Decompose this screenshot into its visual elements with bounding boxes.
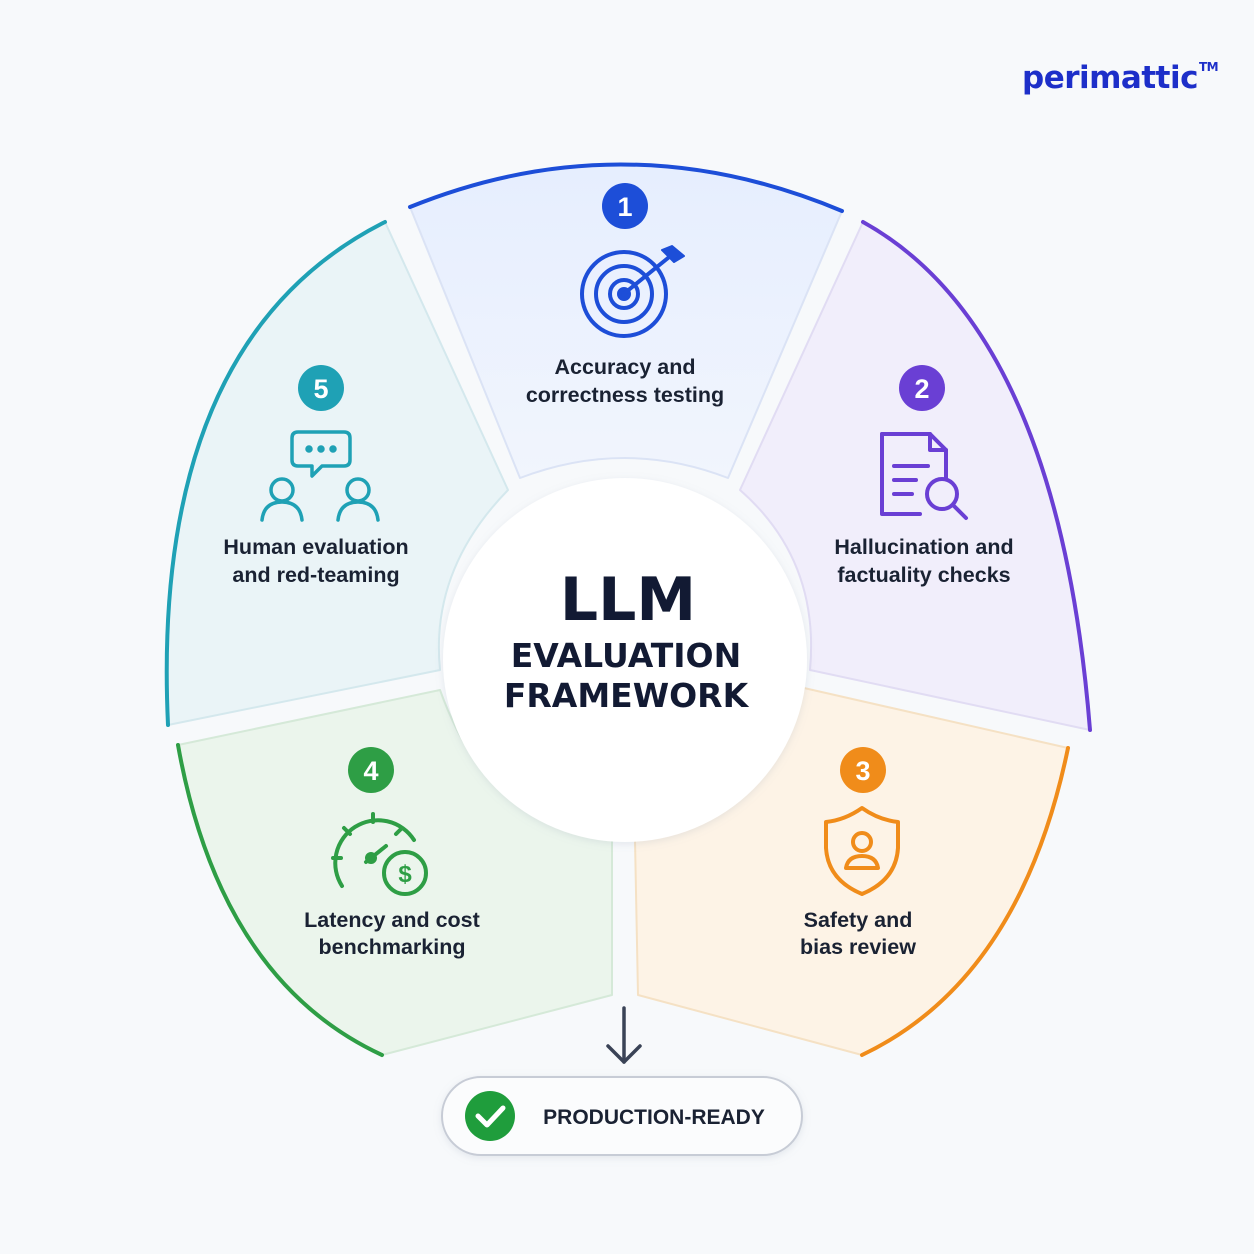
checkmark-tick xyxy=(475,1105,506,1128)
segment-5 xyxy=(164,220,509,727)
segment-2-number: 2 xyxy=(914,374,929,404)
brand-name: perimattic xyxy=(1022,60,1199,96)
segment-5-number-badge xyxy=(298,365,344,411)
center-subtitle-2: FRAMEWORK xyxy=(504,676,750,715)
segment-4-number: 4 xyxy=(363,756,378,786)
center-subtitle-1: EVALUATION xyxy=(511,636,741,675)
segment-2 xyxy=(739,220,1092,732)
segment-3-edge xyxy=(860,746,1070,1057)
segment-4-label-line2: benchmarking xyxy=(319,935,466,959)
segment-1-label-line2: correctness testing xyxy=(526,383,724,407)
segment-5-label-line1: Human evaluation xyxy=(223,535,408,559)
target-icon xyxy=(580,245,685,338)
segment-1-edge xyxy=(408,162,844,213)
checkmark-icon xyxy=(465,1091,515,1141)
people-chat-icon xyxy=(260,430,380,522)
document-search-icon xyxy=(880,432,968,520)
segment-2-label-line1: Hallucination and xyxy=(834,535,1013,559)
center-circle xyxy=(443,478,807,842)
segment-1-number-badge xyxy=(602,183,648,229)
segment-4-label-line1: Latency and cost xyxy=(304,908,480,932)
production-ready-pill xyxy=(441,1076,803,1156)
segment-4-edge xyxy=(176,743,384,1057)
segment-2-edge xyxy=(861,220,1092,732)
segment-3-number-badge xyxy=(840,747,886,793)
segment-1-number: 1 xyxy=(617,192,632,222)
segment-4-number-badge xyxy=(348,747,394,793)
segment-2-label-line2: factuality checks xyxy=(837,563,1010,587)
svg-text:$: $ xyxy=(398,861,412,888)
center-title: LLM xyxy=(560,565,696,635)
segment-5-edge xyxy=(164,220,387,727)
segment-5-number: 5 xyxy=(313,374,328,404)
speedometer-dollar-icon: $ xyxy=(331,812,428,896)
arrow-down-icon xyxy=(606,1006,642,1064)
shield-user-icon xyxy=(824,806,900,896)
segment-5-label-line2: and red-teaming xyxy=(232,563,399,587)
segment-3-label-line1: Safety and xyxy=(804,908,913,932)
segment-3-label-line2: bias review xyxy=(800,935,916,959)
segment-1-label-line1: Accuracy and xyxy=(554,355,695,379)
production-ready-label: PRODUCTION-READY xyxy=(543,1106,765,1129)
production-ready-badge: PRODUCTION-READY xyxy=(441,1076,803,1156)
brand-logo: perimatticTM xyxy=(1022,59,1219,96)
segment-2-number-badge xyxy=(899,365,945,411)
segment-3-number: 3 xyxy=(855,756,870,786)
brand-trademark: TM xyxy=(1199,59,1219,74)
